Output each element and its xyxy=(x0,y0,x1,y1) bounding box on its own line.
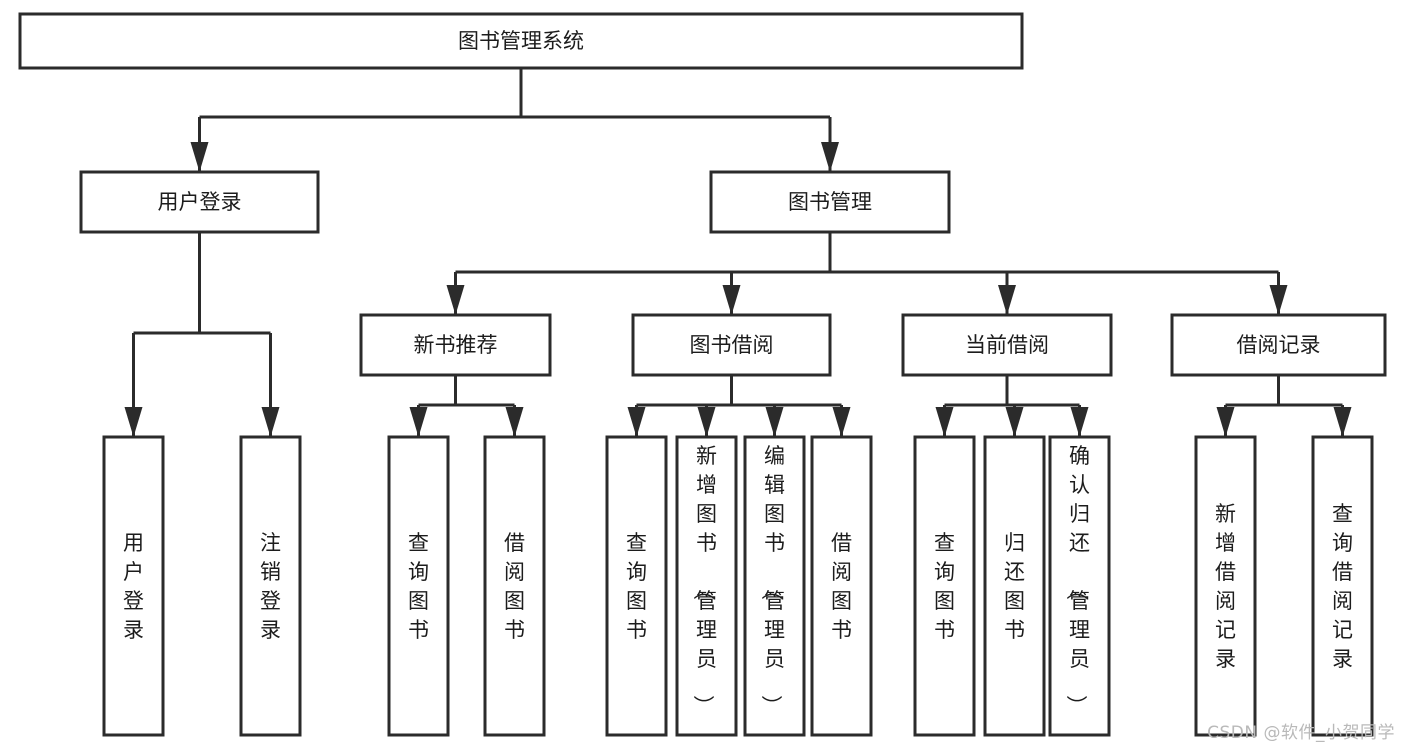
arrow-head-icon-book-manage-0 xyxy=(446,285,465,315)
node-label-borrow-record: 借阅记录 xyxy=(1237,333,1321,357)
node-leaf-query-book-recommend: 查询图书 xyxy=(387,435,450,737)
csdn-watermark: CSDN @软件_小贺同学 xyxy=(1207,723,1395,743)
node-box-book-manage xyxy=(709,170,951,234)
node-label-leaf-query-borrow-record: 查询借阅记录 xyxy=(1332,502,1353,671)
node-box-leaf-user-login xyxy=(102,435,165,737)
arrow-head-icon-current-borrow-1 xyxy=(1005,407,1024,437)
node-box-leaf-add-book-admin xyxy=(675,435,738,737)
arrow-head-icon-book-borrow-0 xyxy=(627,407,646,437)
arrow-head-icon-book-manage-1 xyxy=(722,285,741,315)
node-label-leaf-return-book: 归还图书 xyxy=(1004,531,1025,642)
node-new-book-recommend: 新书推荐 xyxy=(359,313,552,377)
node-label-leaf-add-borrow-record: 新增借阅记录 xyxy=(1215,502,1236,671)
arrow-head-icon-borrow-record-1 xyxy=(1333,407,1352,437)
node-label-leaf-query-book-borrow: 查询图书 xyxy=(626,531,647,642)
node-box-leaf-borrow-book-recommend xyxy=(483,435,546,737)
node-box-borrow-record xyxy=(1170,313,1387,377)
node-box-current-borrow xyxy=(901,313,1113,377)
node-label-leaf-borrow-book-recommend: 借阅图书 xyxy=(504,531,525,642)
arrow-head-icon-root-0 xyxy=(190,142,209,172)
arrow-head-icon-root-1 xyxy=(821,142,839,172)
node-label-new-book-recommend: 新书推荐 xyxy=(414,333,498,357)
node-label-leaf-query-book-current: 查询图书 xyxy=(934,531,955,642)
arrow-head-icon-new-book-recommend-0 xyxy=(409,407,428,437)
connector-layer xyxy=(124,68,1352,437)
node-leaf-query-borrow-record: 查询借阅记录 xyxy=(1311,435,1374,737)
arrow-head-icon-user-login-1 xyxy=(261,407,280,437)
node-label-leaf-add-book-admin: 新增图书（管理员） xyxy=(691,444,717,716)
node-leaf-logout: 注销登录 xyxy=(239,435,302,737)
node-label-leaf-logout: 注销登录 xyxy=(260,531,281,642)
arrow-head-icon-book-borrow-2 xyxy=(765,407,784,437)
node-box-leaf-query-borrow-record xyxy=(1311,435,1374,737)
node-book-manage: 图书管理 xyxy=(709,170,951,234)
arrow-head-icon-book-borrow-1 xyxy=(697,407,716,437)
node-label-root: 图书管理系统 xyxy=(458,29,584,53)
node-leaf-query-book-current: 查询图书 xyxy=(913,435,976,737)
node-leaf-add-borrow-record: 新增借阅记录 xyxy=(1194,435,1257,737)
node-book-borrow: 图书借阅 xyxy=(631,313,832,377)
node-box-leaf-logout xyxy=(239,435,302,737)
arrow-head-icon-new-book-recommend-1 xyxy=(505,407,524,437)
node-label-leaf-query-book-recommend: 查询图书 xyxy=(408,531,429,642)
node-borrow-record: 借阅记录 xyxy=(1170,313,1387,377)
node-label-leaf-confirm-return-admin: 确认归还（管理员） xyxy=(1064,444,1090,716)
node-label-leaf-user-login: 用户登录 xyxy=(123,531,144,642)
arrow-head-icon-user-login-0 xyxy=(124,407,143,437)
node-leaf-borrow-book: 借阅图书 xyxy=(810,435,873,737)
node-box-leaf-edit-book-admin xyxy=(743,435,806,737)
node-label-leaf-edit-book-admin: 编辑图书（管理员） xyxy=(759,444,785,716)
node-box-root xyxy=(18,12,1024,70)
arrow-head-icon-book-manage-2 xyxy=(998,285,1016,315)
node-leaf-add-book-admin: 新增图书（管理员） xyxy=(675,435,738,737)
node-box-user-login xyxy=(79,170,320,234)
node-label-user-login: 用户登录 xyxy=(158,190,242,214)
node-leaf-return-book: 归还图书 xyxy=(983,435,1046,737)
arrow-head-icon-book-manage-3 xyxy=(1269,285,1288,315)
node-current-borrow: 当前借阅 xyxy=(901,313,1113,377)
node-label-current-borrow: 当前借阅 xyxy=(965,333,1049,357)
node-box-leaf-return-book xyxy=(983,435,1046,737)
arrow-head-icon-borrow-record-0 xyxy=(1216,407,1235,437)
node-label-book-manage: 图书管理 xyxy=(788,190,872,214)
node-leaf-query-book-borrow: 查询图书 xyxy=(605,435,668,737)
node-box-leaf-borrow-book xyxy=(810,435,873,737)
arrow-head-icon-current-borrow-0 xyxy=(935,407,954,437)
node-leaf-user-login: 用户登录 xyxy=(102,435,165,737)
node-box-leaf-add-borrow-record xyxy=(1194,435,1257,737)
node-layer: 图书管理系统用户登录图书管理新书推荐图书借阅当前借阅借阅记录用户登录注销登录查询… xyxy=(18,12,1387,737)
arrow-head-icon-current-borrow-2 xyxy=(1070,407,1089,437)
node-box-leaf-query-book-borrow xyxy=(605,435,668,737)
node-label-leaf-borrow-book: 借阅图书 xyxy=(831,531,852,642)
node-leaf-borrow-book-recommend: 借阅图书 xyxy=(483,435,546,737)
arrow-head-icon-book-borrow-3 xyxy=(832,407,851,437)
node-leaf-confirm-return-admin: 确认归还（管理员） xyxy=(1048,435,1111,737)
node-leaf-edit-book-admin: 编辑图书（管理员） xyxy=(743,435,806,737)
node-label-book-borrow: 图书借阅 xyxy=(690,333,774,357)
node-box-leaf-query-book-current xyxy=(913,435,976,737)
node-root: 图书管理系统 xyxy=(18,12,1024,70)
node-box-book-borrow xyxy=(631,313,832,377)
node-box-new-book-recommend xyxy=(359,313,552,377)
node-box-leaf-query-book-recommend xyxy=(387,435,450,737)
node-box-leaf-confirm-return-admin xyxy=(1048,435,1111,737)
node-user-login: 用户登录 xyxy=(79,170,320,234)
